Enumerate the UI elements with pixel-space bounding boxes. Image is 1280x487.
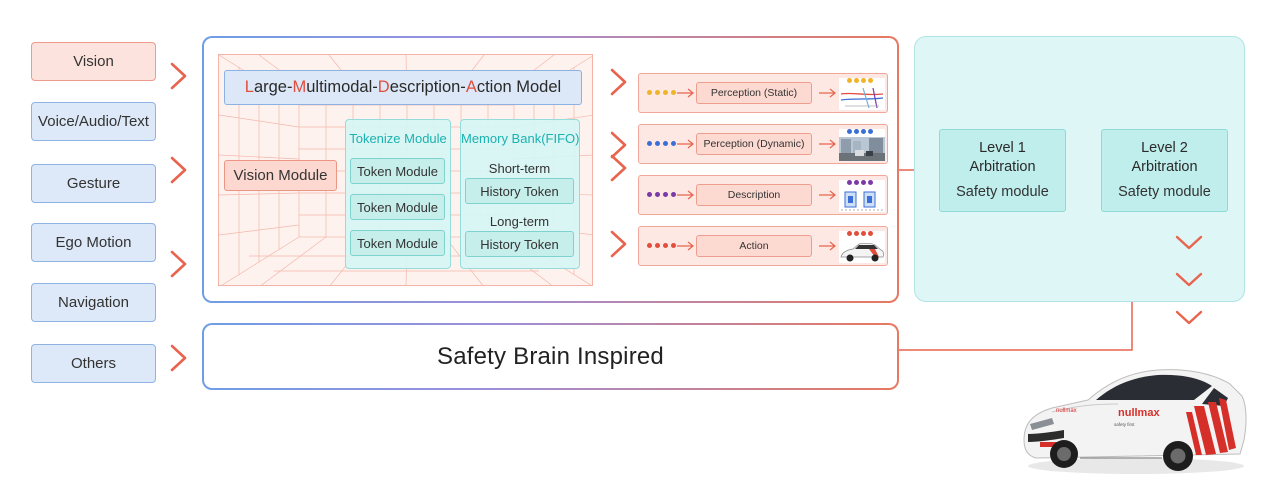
car-thumbnail bbox=[839, 231, 885, 263]
output-label: Action bbox=[696, 235, 812, 257]
output-label: Perception (Dynamic) bbox=[696, 133, 812, 155]
history-token: History Token bbox=[465, 178, 574, 204]
chevron-right-icon bbox=[608, 130, 630, 160]
title-part: M bbox=[292, 78, 307, 96]
output-label-text: Perception (Static) bbox=[710, 87, 798, 99]
title-part: escription- bbox=[389, 78, 466, 96]
chevron-right-icon bbox=[608, 229, 630, 259]
svg-text:nullmax: nullmax bbox=[1056, 408, 1077, 414]
safety-brain-box: Safety Brain Inspired bbox=[202, 323, 899, 390]
arrow-right-icon bbox=[819, 190, 836, 200]
history-token: History Token bbox=[465, 231, 574, 257]
output-label: Description bbox=[696, 184, 812, 206]
chevron-right-icon bbox=[608, 67, 630, 97]
arrow-right-icon bbox=[677, 241, 694, 251]
vision-module: Vision Module bbox=[224, 160, 337, 191]
output-perception-dynamic: Perception (Dynamic) bbox=[638, 124, 888, 164]
token-module: Token Module bbox=[350, 230, 445, 256]
description-icons-thumbnail bbox=[839, 180, 885, 212]
input-label: Others bbox=[70, 355, 116, 372]
level1-title-line2: Arbitration bbox=[969, 159, 1036, 175]
tokenize-module-title: Tokenize Module bbox=[349, 131, 447, 146]
arrow-right-icon bbox=[819, 88, 836, 98]
output-label-text: Perception (Dynamic) bbox=[703, 138, 805, 150]
arrow-right-icon bbox=[677, 139, 694, 149]
title-part: ultimodal- bbox=[306, 78, 378, 96]
arrow-right-icon bbox=[819, 241, 836, 251]
output-perception-static: Perception (Static) bbox=[638, 73, 888, 113]
street-scene-thumbnail bbox=[839, 129, 885, 161]
map-thumbnail bbox=[839, 78, 885, 110]
safety-brain-label: Safety Brain Inspired bbox=[437, 342, 664, 370]
title-part: L bbox=[244, 78, 254, 96]
input-label: Ego Motion bbox=[55, 234, 132, 251]
output-description: Description bbox=[638, 175, 888, 215]
level2-title-line1: Level 2 bbox=[1141, 140, 1188, 156]
level1-title-line1: Level 1 bbox=[979, 140, 1026, 156]
token-module-label: Token Module bbox=[357, 235, 438, 251]
output-action: Action bbox=[638, 226, 888, 266]
token-dots bbox=[647, 90, 676, 95]
token-module-label: Token Module bbox=[357, 199, 438, 215]
tokenize-module-panel: Tokenize Module Token Module Token Modul… bbox=[345, 119, 451, 269]
input-ego-motion: Ego Motion bbox=[31, 223, 156, 262]
memory-bank-title: Memory Bank(FIFO) bbox=[461, 131, 580, 146]
chevron-right-icon bbox=[168, 249, 190, 279]
arrow-right-icon bbox=[677, 190, 694, 200]
car-brand-text: nullmax bbox=[1118, 407, 1160, 419]
short-term-label: Short-term bbox=[488, 161, 551, 176]
chevron-right-icon bbox=[608, 153, 630, 183]
token-module: Token Module bbox=[350, 158, 445, 184]
input-label: Voice/Audio/Text bbox=[38, 113, 149, 130]
vision-module-label: Vision Module bbox=[233, 167, 328, 184]
token-dots bbox=[647, 243, 676, 248]
history-token-label: History Token bbox=[480, 236, 559, 252]
input-navigation: Navigation bbox=[31, 283, 156, 322]
svg-text:safety first: safety first bbox=[1114, 422, 1135, 427]
memory-bank-panel: Memory Bank(FIFO) Short-term History Tok… bbox=[460, 119, 580, 269]
chevron-down-icon bbox=[1175, 272, 1203, 287]
chevron-right-icon bbox=[168, 61, 190, 91]
token-dots bbox=[647, 141, 676, 146]
input-gesture: Gesture bbox=[31, 164, 156, 203]
autonomous-car-image: nullmax nullmax safety first bbox=[1023, 369, 1247, 474]
token-module: Token Module bbox=[350, 194, 445, 220]
input-label: Navigation bbox=[58, 294, 129, 311]
token-module-label: Token Module bbox=[357, 163, 438, 179]
level2-title-line2: Arbitration bbox=[1131, 159, 1198, 175]
chevron-right-icon bbox=[168, 343, 190, 373]
chevron-down-icon bbox=[1175, 310, 1203, 325]
title-part: D bbox=[377, 78, 390, 96]
level1-arbitration: Level 1 Arbitration Safety module bbox=[939, 129, 1066, 212]
level2-arbitration: Level 2 Arbitration Safety module bbox=[1101, 129, 1228, 212]
input-vision: Vision bbox=[31, 42, 156, 81]
title-part: ction Model bbox=[476, 78, 562, 96]
input-label: Vision bbox=[73, 53, 114, 70]
chevron-down-icon bbox=[1175, 235, 1203, 250]
input-label: Gesture bbox=[66, 175, 121, 192]
level2-subtitle: Safety module bbox=[1118, 184, 1211, 200]
output-label: Perception (Static) bbox=[696, 82, 812, 104]
chevron-right-icon bbox=[168, 155, 190, 185]
output-label-text: Description bbox=[727, 189, 781, 201]
output-label-text: Action bbox=[739, 240, 769, 252]
arrow-right-icon bbox=[677, 88, 694, 98]
token-dots bbox=[647, 192, 676, 197]
history-token-label: History Token bbox=[480, 183, 559, 199]
title-part: arge- bbox=[253, 78, 293, 96]
title-part: A bbox=[465, 78, 477, 96]
arrow-right-icon bbox=[819, 139, 836, 149]
input-voice-audio-text: Voice/Audio/Text bbox=[31, 102, 156, 141]
input-others: Others bbox=[31, 344, 156, 383]
level1-subtitle: Safety module bbox=[956, 184, 1049, 200]
long-term-label: Long-term bbox=[489, 214, 550, 229]
